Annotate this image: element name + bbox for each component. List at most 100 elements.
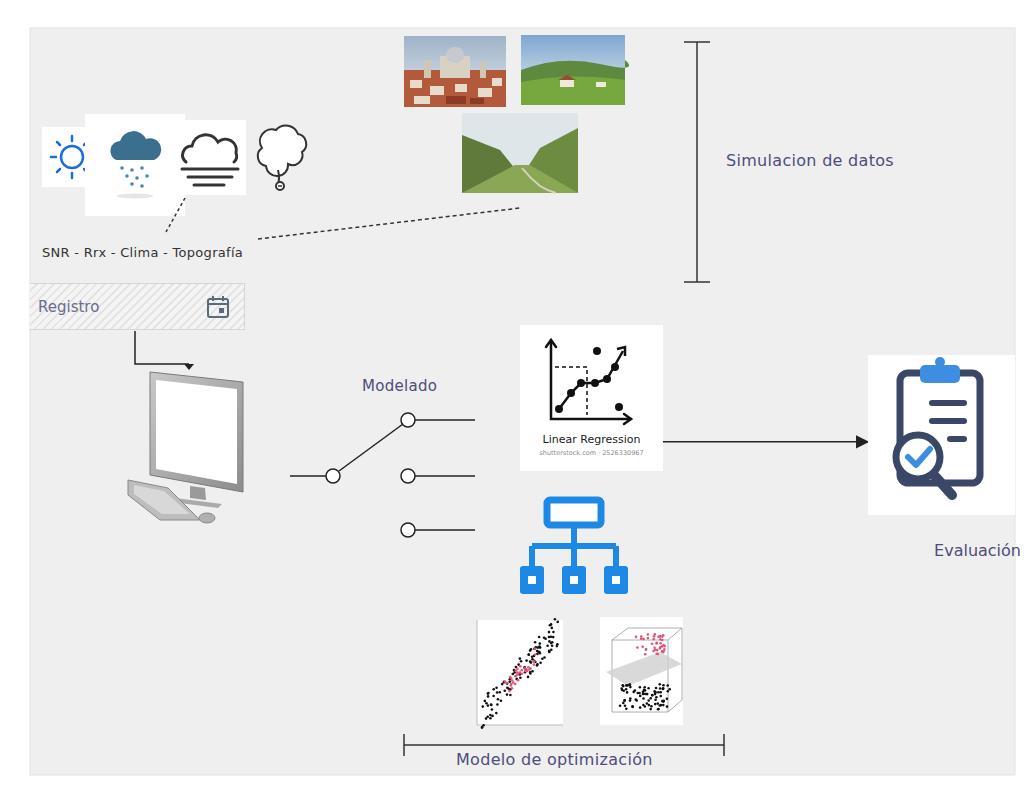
- scatter-dot: [650, 705, 653, 708]
- scatter-dot: [512, 673, 515, 676]
- scatter-dot: [525, 668, 528, 671]
- valley-photo-part: [522, 168, 556, 193]
- fog-icon-part: [182, 169, 238, 185]
- scatter-dot: [521, 673, 524, 676]
- fog-icon-part-part: [194, 184, 224, 187]
- regression-chart-part-part: [551, 341, 631, 419]
- scatter-dot: [629, 684, 632, 687]
- scatter-dot: [539, 662, 542, 665]
- regression-chart-part-part: [546, 340, 556, 347]
- watermark-text: shutterstock.com · 2526330967: [520, 449, 663, 457]
- scatter-dot: [531, 670, 534, 673]
- scatter-dot: [662, 687, 665, 690]
- city-photo-part-part: [446, 96, 466, 104]
- scatter-dot: [514, 683, 517, 686]
- scatter-dot: [495, 686, 498, 689]
- scatter-dot: [508, 690, 511, 693]
- flow-arrow: [135, 331, 194, 370]
- scatter-dot: [655, 696, 658, 699]
- calendar-icon-part: [212, 296, 214, 301]
- scatter-dot: [507, 688, 510, 691]
- section-label: Modelado: [362, 377, 437, 395]
- regression-chart-part: [559, 351, 623, 409]
- scatter-dot: [552, 631, 555, 634]
- scatter-dot: [652, 638, 655, 641]
- scatter-dot: [536, 664, 539, 667]
- scatter-dot: [539, 652, 542, 655]
- scatter-dot: [487, 695, 490, 698]
- svm-plot: [600, 617, 683, 725]
- simulation-bracket-part: [684, 281, 710, 283]
- scatter-dot: [486, 716, 489, 719]
- scatter-dot: [657, 691, 660, 694]
- scatter-dot: [519, 676, 522, 679]
- scatter-dot: [638, 692, 641, 695]
- scatter-dot: [659, 683, 662, 686]
- scatter-dot: [503, 690, 506, 693]
- city-photo-part: [480, 62, 486, 78]
- scatter-dot: [499, 691, 502, 694]
- scatter-dot: [509, 694, 512, 697]
- scatter-dot: [539, 642, 542, 645]
- scatter-dot: [655, 642, 658, 645]
- scatter-dot: [514, 675, 517, 678]
- scatter-dot: [533, 663, 536, 666]
- computer-icon: [128, 372, 243, 523]
- scatter-dot: [531, 658, 534, 661]
- rain-icon: [85, 114, 185, 216]
- dashed-leader: [258, 208, 520, 239]
- model-switch-part: [290, 475, 326, 477]
- fog-icon-part: [176, 120, 246, 195]
- scatter-dot: [528, 653, 531, 656]
- fog-icon: [176, 120, 246, 195]
- decision-tree-icon-part: [528, 576, 620, 584]
- scatter-dot: [657, 702, 660, 705]
- sun-icon-part-part: [71, 136, 74, 141]
- scatter-dot: [622, 685, 625, 688]
- registro-label: Registro: [38, 298, 99, 316]
- rain-icon-part-part: [140, 184, 144, 188]
- scatter-dot: [551, 645, 554, 648]
- scatter-dot: [511, 687, 514, 690]
- scatter-plot-part: [477, 620, 478, 725]
- scatter-dot: [639, 686, 642, 689]
- scatter-dot: [662, 684, 665, 687]
- model-switch-part: [339, 424, 403, 471]
- scatter-dot: [644, 653, 647, 656]
- scatter-dot: [510, 677, 513, 680]
- scatter-dot: [631, 705, 634, 708]
- scatter-dot: [666, 684, 669, 687]
- field-photo-part: [596, 82, 606, 87]
- scatter-dot: [623, 699, 626, 702]
- optimization-bracket-part: [404, 744, 724, 746]
- scatter-dot: [554, 618, 557, 621]
- scatter-plot-part: [477, 725, 563, 726]
- evaluation-icon-part: [934, 475, 952, 495]
- scatter-dot: [662, 688, 665, 691]
- city-photo-part: [446, 47, 464, 63]
- scatter-dot: [629, 686, 632, 689]
- scatter-dot: [663, 648, 666, 651]
- scatter-dot: [527, 654, 530, 657]
- rain-icon-part: [110, 131, 161, 160]
- city-photo-part: [410, 78, 502, 104]
- city-photo-part: [404, 36, 506, 107]
- scatter-dot: [549, 624, 552, 627]
- scatter-dot: [534, 653, 537, 656]
- model-switch-part: [401, 469, 415, 483]
- model-switch-part: [415, 529, 475, 531]
- scatter-dot: [501, 683, 504, 686]
- scatter-dot: [487, 692, 490, 695]
- scatter-dot: [662, 704, 665, 707]
- section-label: Simulacion de datos: [726, 151, 894, 170]
- rain-icon-part-part: [140, 166, 144, 170]
- scatter-dot: [644, 705, 647, 708]
- scatter-dot: [642, 693, 645, 696]
- scatter-dot: [655, 687, 658, 690]
- rain-icon-part: [117, 194, 153, 199]
- scatter-dot: [551, 641, 554, 644]
- scatter-dot: [544, 638, 547, 641]
- decision-tree-icon-part-part: [612, 576, 620, 584]
- svm-dots: [619, 633, 671, 710]
